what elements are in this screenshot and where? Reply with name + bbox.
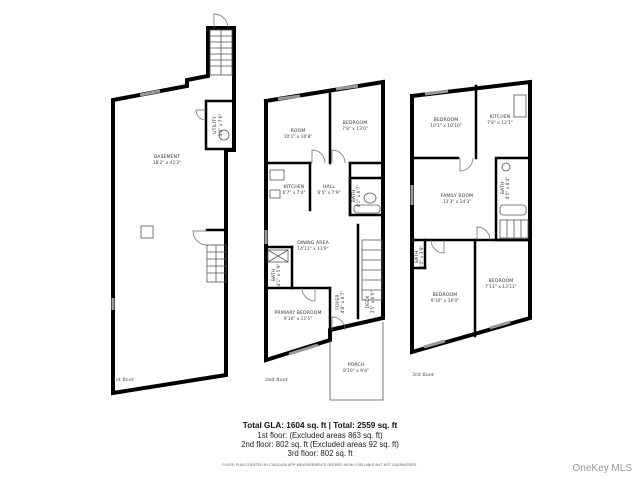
stairs xyxy=(361,239,383,301)
summary-title: Total GLA: 1604 sq. ft | Total: 2559 sq.… xyxy=(242,421,398,430)
room-dims: 4'0" x 7'6" xyxy=(218,113,224,136)
room-name: ROOM xyxy=(291,128,306,134)
room-name: BEDROOM xyxy=(433,292,458,298)
floor-3-plan: BEDROOM 10'1" x 10'10" KITCHEN 7'8" x 12… xyxy=(409,79,532,378)
bathtub-icon xyxy=(499,204,527,216)
room-dims: 4'0" x 3'9" xyxy=(419,245,425,268)
room-name: BATH xyxy=(500,182,506,195)
stove-icon xyxy=(269,169,285,181)
door xyxy=(331,149,346,164)
room-dims: 7'8" x 13'0" xyxy=(342,126,368,132)
summary-line-1st-floor: 1st floor: (Excluded areas 863 sq. ft) xyxy=(257,431,383,440)
summary-line-2nd-floor: 2nd floor: 802 sq. ft (Excluded areas 92… xyxy=(241,440,399,449)
room-name: BATH xyxy=(271,269,277,282)
water-heater-icon xyxy=(218,129,230,141)
room-dims: 4'5" x 8'4" xyxy=(505,176,511,199)
watermark: OneKey MLS xyxy=(572,463,632,474)
door xyxy=(213,13,229,29)
door xyxy=(195,109,207,121)
room-name: BATH xyxy=(351,190,357,203)
door xyxy=(459,157,474,172)
room-dims: 14'11" x 11'9" xyxy=(297,246,328,252)
room-dims: 10'1" x 10'10" xyxy=(430,123,461,129)
summary-line-3rd-floor: 3rd floor: 802 sq. ft xyxy=(287,449,353,458)
disclaimer: FLOOR PLAN CREATED BY CUBICASA APP. MEAS… xyxy=(222,463,418,467)
stairs xyxy=(205,228,228,283)
door xyxy=(301,287,316,302)
room-name: FAMILY ROOM xyxy=(441,193,473,199)
room-name: BEDROOM xyxy=(343,120,368,126)
floor-3-outer-wall xyxy=(409,79,532,355)
room-name: BASEMENT xyxy=(154,154,180,160)
room-dims: 7'11" x 13'11" xyxy=(485,284,516,290)
room-name: BATH xyxy=(414,251,420,264)
room-name: UTILITY xyxy=(212,116,218,134)
room-dims: 18'2" x 41'2" xyxy=(153,160,182,166)
door xyxy=(311,149,326,164)
room-dims: 3'5" x 6'0" xyxy=(370,290,376,313)
room-name: KITCHEN xyxy=(490,114,511,120)
room-name: DINING AREA xyxy=(297,240,329,246)
room-dims: 8'10" x 9'4" xyxy=(343,368,369,374)
floor-label: 1st floor xyxy=(113,377,135,383)
floor-2-plan: ROOM 10'1" x 10'8" BEDROOM 7'8" x 13'0" … xyxy=(263,79,385,401)
sink-icon xyxy=(269,189,281,199)
room-dims: 10'1" x 10'8" xyxy=(284,134,313,140)
room-name: PRIMARY BEDROOM xyxy=(274,310,321,316)
room-name: DECK xyxy=(365,295,371,309)
door xyxy=(430,239,445,254)
room-name: PORCH xyxy=(348,362,365,368)
room-name: HALL xyxy=(323,184,335,190)
window xyxy=(424,89,449,96)
room-dims: 9'10" x 16'0" xyxy=(431,298,460,304)
window xyxy=(489,320,511,330)
floor-1-plan: BASEMENT 18'2" x 41'2" UTILITY 4'0" x 7'… xyxy=(111,13,236,396)
door xyxy=(192,230,208,246)
porch-outline xyxy=(329,322,384,401)
room-dims: 4'1" x 6'7" xyxy=(356,184,362,207)
room-name: FOYER xyxy=(335,294,341,310)
room-dims: 6'7" x 7'4" xyxy=(282,190,305,196)
door xyxy=(331,316,346,331)
room-name: KITCHEN xyxy=(284,184,305,190)
door xyxy=(476,226,491,241)
sink-icon xyxy=(363,192,377,204)
stairs xyxy=(499,219,529,239)
room-dims: 6'5" x 7'9" xyxy=(317,190,340,196)
shower-icon xyxy=(267,249,289,263)
room-dims: 4'8" x 8'7" xyxy=(340,290,346,313)
floor-1-outer-wall xyxy=(111,26,236,396)
window xyxy=(288,343,319,356)
window xyxy=(277,94,301,101)
column xyxy=(140,225,154,239)
stove-icon xyxy=(513,94,527,118)
room-name: BEDROOM xyxy=(434,117,459,123)
room-dims: 4'1" x 5'9" xyxy=(276,263,282,286)
room-dims: 7'8" x 12'1" xyxy=(487,120,513,126)
window xyxy=(139,89,161,97)
room-dims: 13'3" x 14'3" xyxy=(443,199,472,205)
floor-label: 3rd floor xyxy=(412,372,435,378)
window xyxy=(335,84,359,91)
stairs xyxy=(209,29,233,76)
floor-label: 2nd floor xyxy=(265,377,289,383)
sink-icon xyxy=(501,162,511,172)
bath-wall xyxy=(348,176,385,217)
utility-room-wall xyxy=(204,99,236,151)
bathtub-icon xyxy=(353,204,381,214)
window xyxy=(423,339,446,349)
room-name: BEDROOM xyxy=(489,278,514,284)
room-dims: 9'10" x 11'1" xyxy=(284,316,313,322)
bath-wall xyxy=(494,156,532,242)
